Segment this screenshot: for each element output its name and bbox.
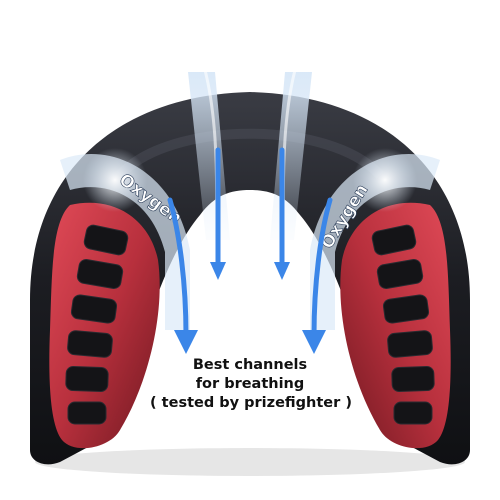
arch-highlight [116,128,384,179]
left-flow-band [60,154,190,330]
right-flow-band [310,154,440,330]
left-glow [83,148,147,212]
left-vents [65,224,129,425]
caption-line-1: Best channels [192,357,308,373]
caption-line-2: for breathing [195,376,305,392]
arrow-down-icon [167,147,333,338]
arrow-heads [174,262,326,354]
drop-shadow [35,448,465,476]
right-glow [353,148,417,212]
caption-line-3: ( tested by prizefighter ) [150,395,352,411]
breathing-caption: Best channels for breathing ( tested by … [150,356,352,413]
right-vents [371,224,435,425]
